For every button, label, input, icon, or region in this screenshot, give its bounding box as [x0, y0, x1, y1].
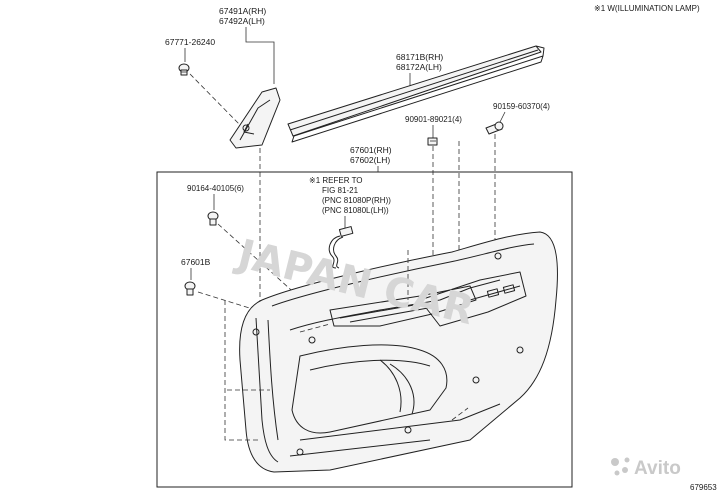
belt-weatherstrip: [287, 45, 545, 143]
label-90901: 90901-89021(4): [405, 115, 462, 124]
clip-90901: [427, 137, 438, 146]
illumination-lamp: [328, 226, 354, 269]
leader-90159: [499, 111, 506, 123]
label-67492a: 67492A(LH): [219, 16, 265, 26]
avito-brand-text: Avito: [634, 458, 681, 479]
label-90164: 90164-40105(6): [187, 184, 244, 193]
label-68171b: 68171B(RH): [396, 52, 443, 62]
label-67491a: 67491A(RH): [219, 6, 266, 16]
door-trim-assembly-frame: [156, 171, 573, 488]
refer-line-1: ※1 REFER TO: [309, 176, 363, 185]
clip-67771: [178, 63, 190, 76]
avito-logo: Avito: [611, 457, 681, 479]
door-mirror-bracket: [229, 87, 281, 149]
clip-67601b: [184, 281, 196, 296]
label-90159: 90159-60370(4): [493, 102, 550, 111]
leader-67491a: [245, 27, 275, 84]
label-67771: 67771-26240: [165, 37, 215, 47]
screw-90164: [207, 211, 219, 226]
screw-90159: [485, 121, 504, 135]
label-67601b: 67601B: [181, 257, 211, 267]
label-67602: 67602(LH): [350, 155, 390, 165]
guide-panel-bottom: [451, 407, 469, 421]
refer-line-4: (PNC 81080L(LH)): [322, 206, 389, 215]
guide-67771: [189, 73, 241, 126]
figure-id: 679653: [690, 483, 717, 492]
label-67601: 67601(RH): [350, 145, 392, 155]
refer-line-2: FIG 81-21: [322, 186, 359, 195]
guide-panel-clip: [299, 323, 331, 333]
illumination-note: ※1 W(ILLUMINATION LAMP): [594, 4, 700, 13]
guide-67601b: [197, 291, 257, 311]
guide-left-bottom: [224, 300, 260, 441]
refer-line-3: (PNC 81080P(RH)): [322, 196, 391, 205]
guide-90164: [217, 223, 301, 299]
label-68172a: 68172A(LH): [396, 62, 442, 72]
door-trim-panel: [239, 231, 558, 473]
